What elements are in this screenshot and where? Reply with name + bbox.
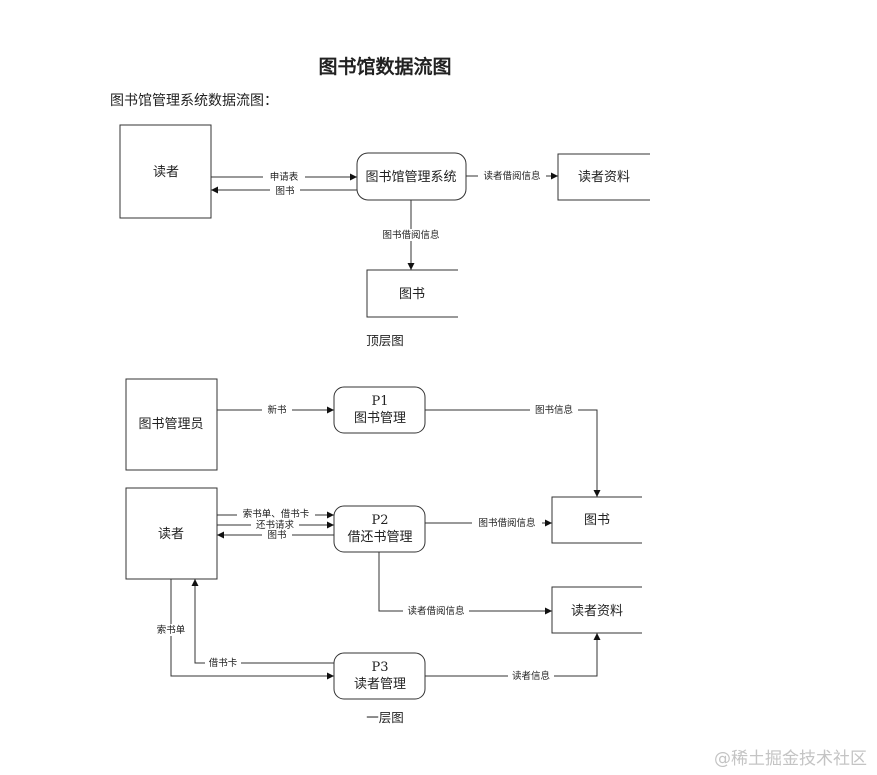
top-books-label: 图书 bbox=[399, 287, 425, 302]
flow-reader-borrow-info-l1 bbox=[378, 552, 552, 615]
l1-reader-label: 读者 bbox=[158, 527, 184, 542]
top-reader-entity bbox=[119, 124, 212, 219]
flow-request-slip bbox=[170, 579, 334, 680]
flow-book-info bbox=[425, 409, 601, 497]
librarian-entity bbox=[125, 378, 218, 471]
p2-name: 借还书管理 bbox=[347, 530, 412, 545]
l1-books-label: 图书 bbox=[584, 513, 610, 528]
p3-name: 读者管理 bbox=[354, 677, 406, 692]
label-books-out-l1: 图书 bbox=[267, 530, 287, 541]
label-reader-borrow-info-top: 读者借阅信息 bbox=[483, 170, 540, 182]
p1-name: 图书管理 bbox=[354, 411, 406, 426]
label-books-out-top: 图书 bbox=[275, 186, 295, 197]
librarian-label: 图书管理员 bbox=[138, 417, 203, 432]
p2-id: P2 bbox=[371, 513, 388, 528]
page-title: 图书馆数据流图 bbox=[318, 56, 452, 78]
top-reader-data-store bbox=[557, 153, 650, 201]
label-book-info: 图书信息 bbox=[535, 404, 573, 416]
flow-borrow-card bbox=[191, 579, 334, 664]
p1-id: P1 bbox=[371, 394, 388, 409]
l1-reader-data-label: 读者资料 bbox=[571, 604, 623, 619]
label-borrow-card: 借书卡 bbox=[209, 657, 238, 669]
label-return-request: 还书请求 bbox=[256, 519, 295, 531]
p3-id: P3 bbox=[371, 660, 388, 675]
label-application-form: 申请表 bbox=[270, 171, 299, 183]
label-book-borrow-info-l1: 图书借阅信息 bbox=[478, 517, 535, 529]
diagram-subtitle: 图书馆管理系统数据流图： bbox=[110, 93, 278, 109]
top-reader-data-label: 读者资料 bbox=[578, 170, 630, 185]
watermark: @稀土掘金技术社区 bbox=[714, 749, 867, 769]
top-reader-label: 读者 bbox=[153, 165, 179, 180]
label-request-slip: 索书单 bbox=[157, 624, 186, 636]
label-reader-borrow-info-l1: 读者借阅信息 bbox=[407, 605, 464, 617]
level-one-caption: 一层图 bbox=[366, 710, 404, 725]
top-books-store bbox=[366, 269, 458, 318]
label-new-books: 新书 bbox=[267, 404, 287, 416]
top-level-caption: 顶层图 bbox=[366, 333, 404, 348]
label-request-slip-card: 索书单、借书卡 bbox=[243, 508, 310, 520]
top-system-label: 图书馆管理系统 bbox=[365, 170, 456, 185]
label-reader-info: 读者信息 bbox=[512, 670, 550, 682]
label-book-borrow-info-top: 图书借阅信息 bbox=[382, 229, 439, 241]
flow-reader-info bbox=[425, 633, 601, 677]
